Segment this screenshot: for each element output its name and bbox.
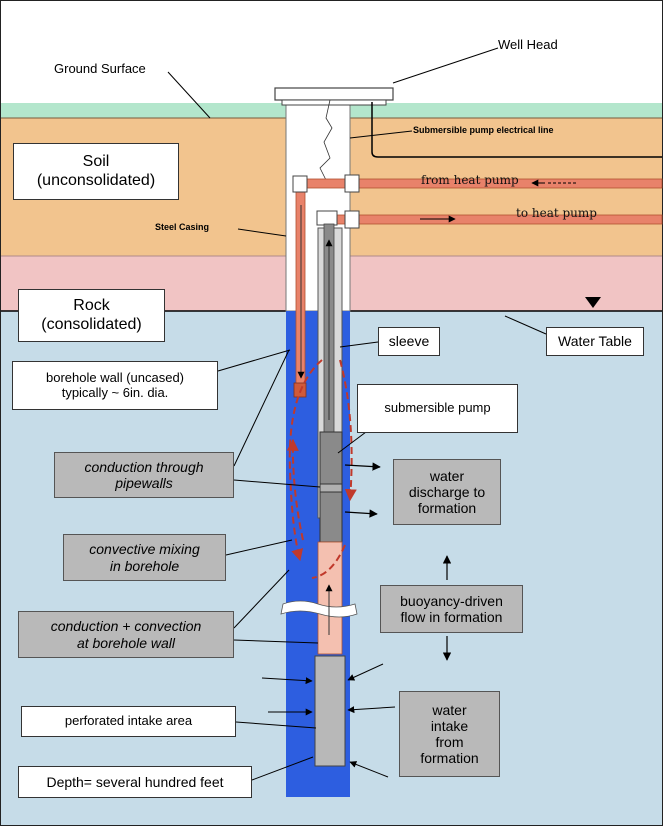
water-intake-label: water intake from formation (399, 691, 500, 777)
depth-label: Depth= several hundred feet (18, 766, 252, 798)
perforated-intake-label: perforated intake area (21, 706, 236, 737)
conduction-convection-label: conduction + convection at borehole wall (18, 611, 234, 658)
convection-loop-right (339, 359, 357, 502)
coupling-fitting-2 (344, 210, 360, 229)
convection-loop-left (288, 359, 323, 562)
sleeve-label: sleeve (378, 327, 440, 356)
casing-crack (319, 99, 333, 181)
to-heat-pump-label: to heat pump (516, 206, 597, 220)
electrical-line (371, 102, 662, 158)
ground-surface-label: Ground Surface (54, 61, 146, 76)
well-head-cap (274, 87, 394, 101)
from-heat-pump-label: from heat pump (421, 173, 519, 187)
elbow-fitting (292, 175, 308, 193)
borehole-wall-label: borehole wall (uncased) typically ~ 6in.… (12, 361, 218, 410)
rock-label: Rock (consolidated) (18, 289, 165, 342)
perforated-intake-pipe (314, 655, 346, 767)
buoyancy-flow-label: buoyancy-driven flow in formation (380, 585, 523, 633)
coupling-fitting-1 (344, 174, 360, 193)
convective-mixing-label: convective mixing in borehole (63, 534, 226, 581)
submersible-pump-body (319, 431, 343, 485)
water-discharge-label: water discharge to formation (393, 459, 501, 525)
conduction-pipewalls-label: conduction through pipewalls (54, 452, 234, 498)
soil-label: Soil (unconsolidated) (13, 143, 179, 200)
steel-casing-label: Steel Casing (155, 222, 210, 232)
electrical-line-label: Submersible pump electrical line (413, 125, 554, 135)
water-table-label: Water Table (546, 327, 644, 356)
to-heat-pump-pipe (333, 214, 663, 225)
water-table-marker (585, 297, 601, 308)
sleeve-tail (317, 541, 343, 655)
well-head-label: Well Head (498, 37, 558, 52)
depth-break-symbol (280, 600, 358, 618)
submersible-pump-label: submersible pump (357, 384, 518, 433)
